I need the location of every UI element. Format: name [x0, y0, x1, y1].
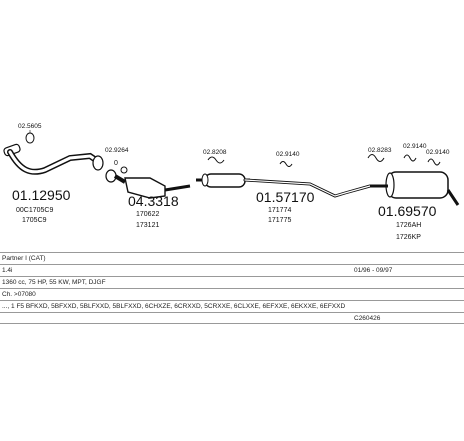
catalog-code: C260426 [354, 315, 381, 322]
part-4-ref: 02.8283 [368, 147, 392, 154]
info-row-spec: 1360 cc, 75 HP, 55 KW, MPT, DJGF [0, 276, 464, 287]
info-row-engine: 1.4i 01/96 - 09/97 [0, 264, 464, 275]
part-1-code-1: 00C1705C9 [16, 207, 53, 214]
part-2-o-mark: 0 [114, 160, 118, 167]
part-3-ref: 02.8208 [203, 149, 227, 156]
part-2-number: 04.3318 [128, 193, 179, 209]
part-4-ref-3: 02.9140 [426, 149, 450, 156]
middle-silencer-drawing [196, 156, 372, 198]
engine-spec: 1360 cc, 75 HP, 55 KW, MPT, DJGF [2, 279, 106, 286]
part-2-code-1: 170622 [136, 211, 159, 218]
part-1-code-2: 1705C9 [22, 217, 47, 224]
part-3-code-2: 171775 [268, 217, 291, 224]
exhaust-diagram: 02.5605 01.12950 00C1705C9 1705C9 02.926… [3, 123, 460, 241]
info-row-model: Partner I (CAT) [0, 252, 464, 263]
part-1-ref: 02.5605 [18, 123, 42, 130]
chassis-range: Ch. >07080 [2, 291, 36, 298]
part-4-ref-2: 02.9140 [403, 143, 427, 150]
info-row-catalog-code: C260426 [0, 312, 464, 324]
model-name: Partner I (CAT) [2, 255, 46, 262]
part-4-number: 01.69570 [378, 203, 437, 219]
info-row-chassis: Ch. >07080 [0, 288, 464, 299]
engine-size: 1.4i [2, 267, 13, 274]
engine-codes: ..., 1 F5 BFKXD, 5BFXXD, 5BLFXXD, 5BLFXX… [2, 303, 346, 310]
catalytic-converter-drawing [105, 166, 191, 199]
production-years: 01/96 - 09/97 [354, 267, 393, 274]
part-2-code-2: 173121 [136, 222, 159, 229]
part-4-code-2: 1726KP [396, 234, 421, 241]
part-4-code-1: 1726AH [396, 222, 421, 229]
info-row-engine-codes: ..., 1 F5 BFKXD, 5BFXXD, 5BLFXXD, 5BLFXX… [0, 300, 464, 311]
part-3-code-1: 171774 [268, 207, 291, 214]
rear-silencer-drawing [367, 154, 460, 206]
front-pipe-drawing [3, 132, 104, 175]
part-3-ref-2: 02.9140 [276, 151, 300, 158]
part-2-ref: 02.9264 [105, 147, 129, 154]
part-1-number: 01.12950 [12, 187, 71, 203]
part-3-number: 01.57170 [256, 189, 315, 205]
